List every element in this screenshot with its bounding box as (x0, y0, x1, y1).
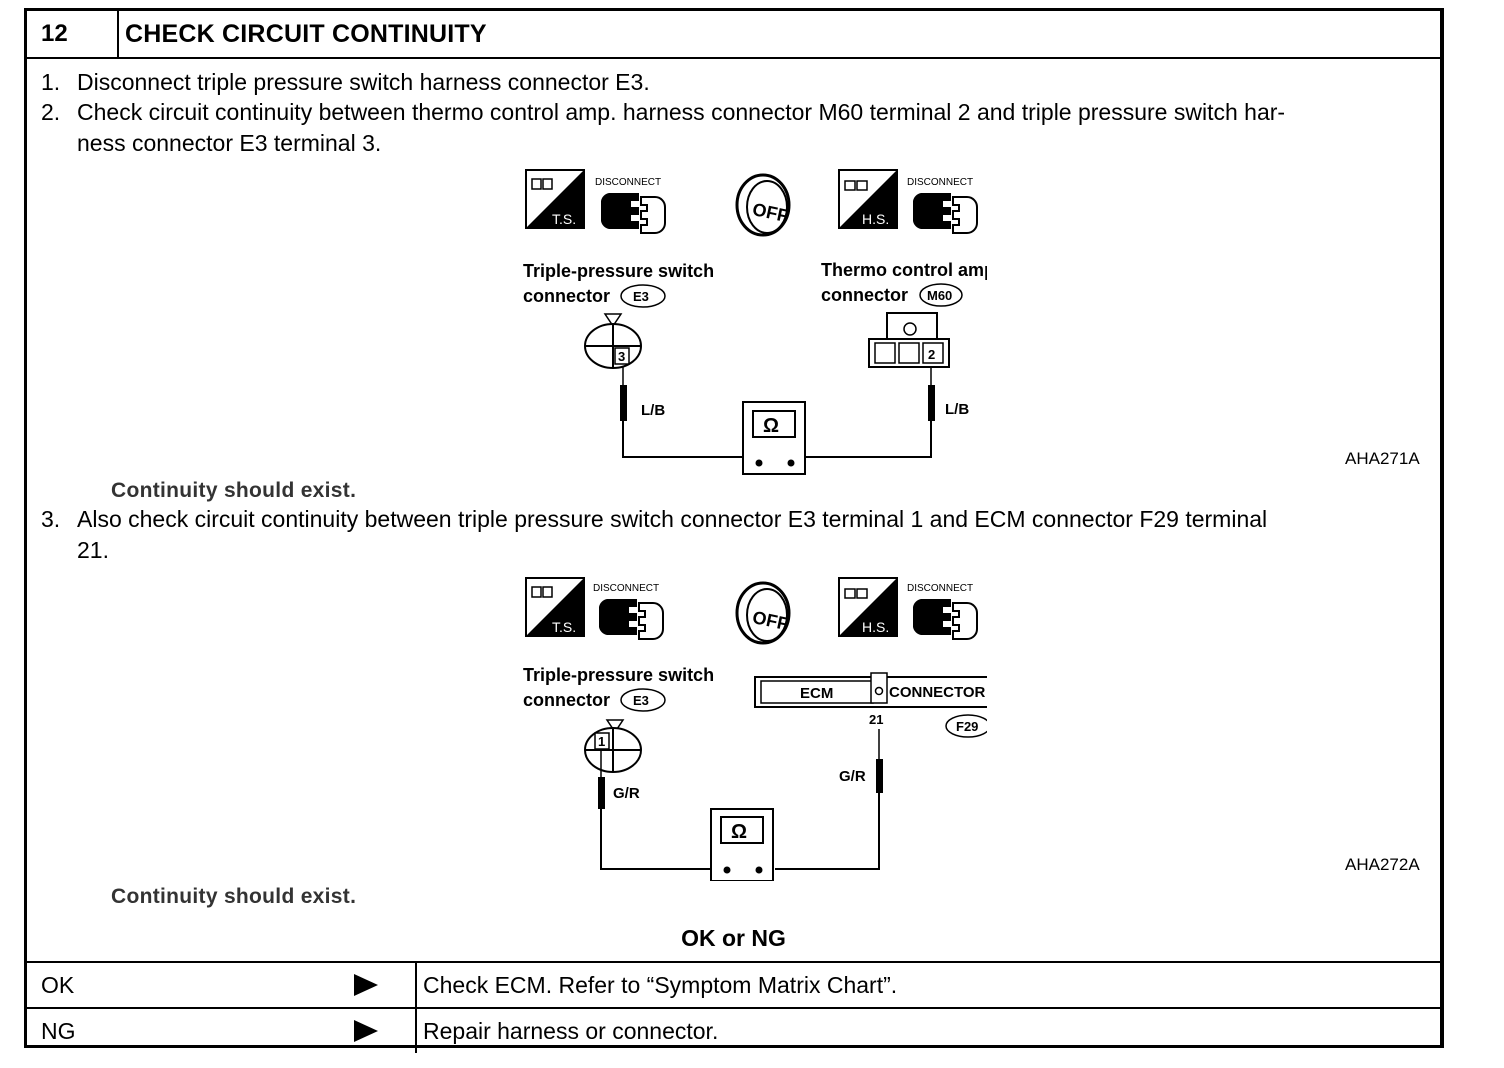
right-connector-label-2: connector (821, 285, 908, 305)
ohmmeter-icon: Ω (710, 808, 774, 881)
disconnect-icon: DISCONNECT (907, 583, 978, 640)
ecm-connector: ECM CONNECTOR 21 F29 (754, 672, 987, 738)
ohm-symbol: Ω (763, 415, 779, 437)
ecm-badge: F29 (956, 719, 978, 734)
step-number: 12 (41, 20, 68, 47)
disconnect-icon: DISCONNECT (907, 177, 978, 234)
figure-ref-1: AHA271A (1345, 449, 1420, 468)
left-connector-label-2: connector (523, 690, 610, 710)
instruction-text-cont: ness connector E3 terminal 3. (77, 130, 382, 156)
ignition-off-icon: OFF (735, 581, 791, 645)
left-connector-label-2: connector (523, 286, 610, 306)
ohm-symbol: Ω (731, 821, 747, 843)
continuity-note-2: Continuity should exist. (111, 885, 357, 908)
instruction-text-cont: 21. (77, 537, 109, 563)
badge-outline (919, 283, 963, 307)
left-connector-label: Triple-pressure switch (523, 261, 714, 281)
wire-color-right: G/R (839, 768, 866, 785)
ohmmeter-icon: Ω (742, 401, 806, 475)
result-action: Repair harness or connector. (423, 1018, 719, 1044)
result-label: OK (41, 972, 75, 998)
instruction-text: Disconnect triple pressure switch harnes… (77, 69, 650, 95)
continuity-note-1: Continuity should exist. (111, 479, 357, 502)
result-table: OK Check ECM. Refer to “Symptom Matrix C… (27, 961, 1440, 1053)
hs-icon: H.S. (838, 169, 898, 229)
result-title: OK or NG (681, 925, 786, 951)
figure-ref-2: AHA272A (1345, 855, 1420, 874)
arrow-right-icon (354, 1020, 378, 1042)
header-divider (117, 11, 119, 57)
probe-left (620, 385, 627, 421)
badge-outline (620, 688, 666, 712)
left-terminal: 1 (598, 734, 605, 749)
disconnect-label: DISCONNECT (595, 177, 661, 188)
round-connector: 3 (584, 313, 642, 369)
continuity-diagram-2: T.S. DISCONNECT OFF H.S. DISCONNECT Trip… (523, 577, 987, 881)
result-label: NG (41, 1018, 76, 1044)
left-connector-badge: E3 (633, 289, 649, 304)
probe-right (876, 759, 883, 793)
ignition-off-icon: OFF (735, 173, 791, 237)
right-connector-badge: M60 (927, 288, 952, 303)
hs-label: H.S. (862, 211, 889, 227)
left-connector-label: Triple-pressure switch (523, 665, 714, 685)
result-row-ng: NG Repair harness or connector. (27, 1009, 1440, 1053)
left-terminal: 3 (618, 349, 625, 364)
instruction-number: 1. (41, 69, 61, 95)
ecm-label: ECM (800, 685, 833, 702)
rect-connector: 2 (868, 312, 950, 368)
ts-icon: T.S. (525, 577, 585, 637)
left-connector-badge: E3 (633, 693, 649, 708)
instruction-text: Check circuit continuity between thermo … (77, 99, 1286, 125)
wire-color-left: G/R (613, 785, 640, 802)
disconnect-icon: DISCONNECT (593, 583, 664, 640)
probe-right (928, 385, 935, 421)
disconnect-label: DISCONNECT (907, 583, 973, 594)
hs-icon: H.S. (838, 577, 898, 637)
step-header: 12 CHECK CIRCUIT CONTINUITY (27, 11, 1440, 59)
procedure-box: 12 CHECK CIRCUIT CONTINUITY 1. Disconnec… (24, 8, 1444, 1053)
badge-outline (620, 284, 666, 308)
wire-color-right: L/B (945, 401, 969, 418)
result-row-ok: OK Check ECM. Refer to “Symptom Matrix C… (27, 963, 1440, 1009)
ts-icon: T.S. (525, 169, 585, 229)
connector-label: CONNECTOR (889, 684, 986, 701)
ts-label: T.S. (552, 211, 576, 227)
ecm-terminal: 21 (869, 712, 883, 727)
arrow-right-icon (354, 974, 378, 996)
disconnect-label: DISCONNECT (593, 583, 659, 594)
disconnect-icon: DISCONNECT (595, 177, 666, 234)
ts-label: T.S. (552, 619, 576, 635)
hs-label: H.S. (862, 619, 889, 635)
wire-color-left: L/B (641, 402, 665, 419)
right-connector-label: Thermo control amp. (821, 260, 987, 280)
step-title: CHECK CIRCUIT CONTINUITY (125, 20, 487, 48)
right-terminal: 2 (928, 347, 935, 362)
instruction-text: Also check circuit continuity between tr… (77, 506, 1268, 532)
round-connector: 1 (584, 719, 642, 773)
probe-left (598, 777, 605, 809)
continuity-diagram-1: T.S. DISCONNECT OFF H.S. DISCONNECT (523, 169, 987, 475)
instruction-number: 2. (41, 99, 61, 125)
disconnect-label: DISCONNECT (907, 177, 973, 188)
instruction-number: 3. (41, 506, 61, 532)
result-action: Check ECM. Refer to “Symptom Matrix Char… (423, 972, 898, 998)
